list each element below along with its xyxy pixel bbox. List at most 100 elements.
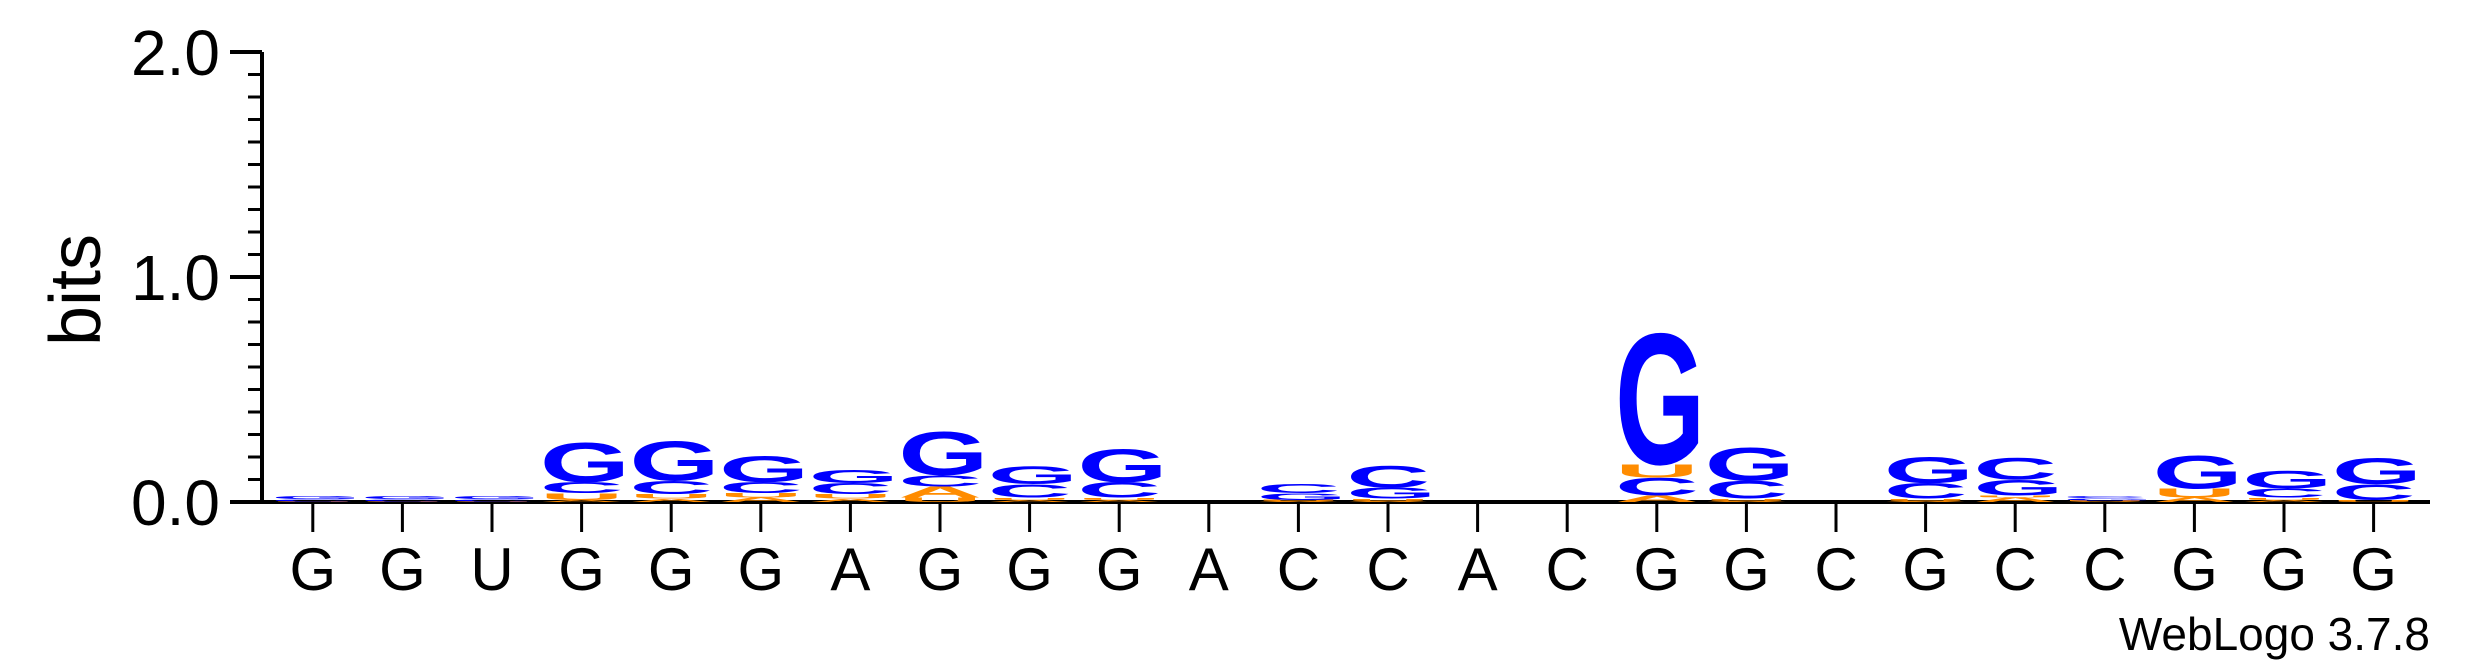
logo-letter-A: A xyxy=(2242,499,2326,502)
logo-letter-G: G xyxy=(1973,475,2063,500)
logo-letter-G: G xyxy=(540,431,630,494)
y-tick-label: 0.0 xyxy=(131,467,220,539)
logo-letter-C: C xyxy=(988,481,1072,502)
logo-letter-C: C xyxy=(719,479,803,497)
x-tick-label: G xyxy=(379,536,426,603)
logo-letter-C: C xyxy=(450,499,534,502)
logo-letter-A: A xyxy=(1077,499,1161,502)
x-tick-label: G xyxy=(1723,536,1770,603)
logo-letter-A: A xyxy=(988,499,1072,502)
logo-letter-G: G xyxy=(1077,439,1167,491)
logo-letter-U: U xyxy=(988,497,1072,500)
x-tick-label: C xyxy=(1546,536,1589,603)
logo-letter-G: G xyxy=(2242,466,2332,494)
y-minor-ticks xyxy=(248,73,262,481)
logo-letter-C: C xyxy=(2332,480,2416,505)
y-tick-label: 2.0 xyxy=(131,17,220,89)
logo-letter-G: G xyxy=(1705,438,1795,490)
logo-stacks: UCGUCGUCGAUCGAUCGAUCGAUCGUACGAUCGAUCGAUG… xyxy=(271,295,2422,504)
logo-letter-U: U xyxy=(361,501,445,502)
logo-letter-C: C xyxy=(1884,479,1968,504)
logo-letter-U: U xyxy=(1077,497,1161,500)
logo-letter-U: U xyxy=(271,501,355,502)
y-tick-label: 1.0 xyxy=(131,242,220,314)
logo-letter-C: C xyxy=(809,480,893,498)
logo-letter-U: U xyxy=(2153,486,2237,500)
logo-letter-A: A xyxy=(1615,494,1699,504)
logo-letter-G: G xyxy=(361,495,451,500)
logo-letter-G: G xyxy=(2153,446,2243,498)
x-tick-label: C xyxy=(1814,536,1857,603)
logo-letter-A: A xyxy=(1884,501,1968,503)
logo-letter-A: A xyxy=(629,498,713,503)
x-tick-label: G xyxy=(1096,536,1143,603)
logo-letter-G: G xyxy=(988,461,1078,489)
logo-letter-U: U xyxy=(2332,499,2416,502)
logo-letter-C: C xyxy=(361,499,445,502)
weblogo-credit: WebLogo 3.7.8 xyxy=(2119,608,2430,660)
logo-letter-G: G xyxy=(898,419,988,489)
x-tick-label: G xyxy=(648,536,695,603)
logo-letter-G: G xyxy=(1346,484,1436,502)
x-tick-label: G xyxy=(1006,536,1053,603)
x-tick-label: A xyxy=(1189,536,1229,603)
logo-letter-C: C xyxy=(2063,495,2147,498)
logo-letter-C: C xyxy=(271,499,355,502)
logo-letter-U: U xyxy=(809,493,893,500)
logo-letter-U: U xyxy=(629,493,713,500)
x-tick-label: G xyxy=(917,536,964,603)
logo-letter-U: U xyxy=(1257,499,1341,501)
logo-letter-C: C xyxy=(1973,452,2057,487)
logo-letter-U: U xyxy=(2063,500,2147,502)
logo-letter-G: G xyxy=(629,430,719,493)
x-tick-label: G xyxy=(1902,536,1949,603)
logo-letter-U: U xyxy=(2242,497,2326,500)
logo-letter-U: U xyxy=(1346,498,1430,501)
x-tick-label: A xyxy=(830,536,870,603)
logo-letter-G: G xyxy=(809,466,899,487)
logo-letter-C: C xyxy=(629,477,713,498)
x-tick-label: C xyxy=(1277,536,1320,603)
x-tick-label: G xyxy=(2171,536,2218,603)
logo-letter-A: A xyxy=(1973,496,2057,503)
logo-letter-C: C xyxy=(1257,482,1341,496)
logo-letter-G: G xyxy=(719,448,809,490)
x-tick-label: G xyxy=(558,536,605,603)
logo-letter-U: U xyxy=(450,501,534,502)
logo-letter-G: G xyxy=(1884,449,1974,491)
logo-letter-C: C xyxy=(2242,486,2326,500)
logo-letter-A: A xyxy=(809,498,893,503)
logo-letter-A: A xyxy=(898,483,982,501)
logo-letter-G: G xyxy=(450,495,540,500)
logo-letter-U: U xyxy=(1884,498,1968,501)
logo-letter-U: U xyxy=(1973,495,2057,498)
y-axis-label: bits xyxy=(36,234,116,346)
logo-letter-A: A xyxy=(2063,501,2147,502)
logo-letter-A: A xyxy=(2153,496,2237,503)
logo-letter-A: A xyxy=(719,496,803,503)
logo-letter-G: G xyxy=(1615,295,1705,504)
logo-letter-U: U xyxy=(719,492,803,499)
x-tick-label: G xyxy=(2261,536,2308,603)
logo-letter-U: U xyxy=(1615,460,1699,481)
x-tick-label: A xyxy=(1458,536,1498,603)
x-tick-label: C xyxy=(1994,536,2037,603)
x-tick-label: G xyxy=(2350,536,2397,603)
x-tick-label: C xyxy=(1366,536,1409,603)
logo-letter-A: A xyxy=(1346,501,1430,503)
logo-letter-A: A xyxy=(1705,501,1789,503)
logo-letter-G: G xyxy=(271,495,361,500)
logo-letter-C: C xyxy=(1615,473,1699,501)
logo-letter-C: C xyxy=(1346,459,1430,494)
logo-letter-U: U xyxy=(1705,498,1789,501)
logo-letter-G: G xyxy=(2063,498,2153,501)
logo-letter-C: C xyxy=(1705,476,1789,504)
logo-letter-C: C xyxy=(1077,478,1161,503)
x-tick-label: G xyxy=(1633,536,1680,603)
x-tick-label: G xyxy=(737,536,784,603)
x-tick-label: G xyxy=(289,536,336,603)
logo-letter-U: U xyxy=(540,491,624,501)
logo-letter-G: G xyxy=(2332,451,2422,493)
